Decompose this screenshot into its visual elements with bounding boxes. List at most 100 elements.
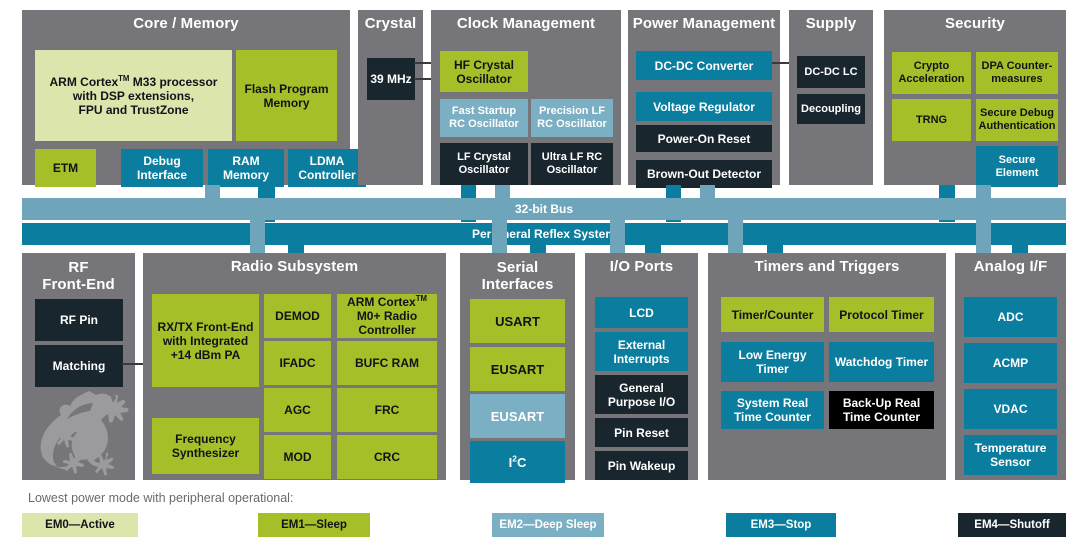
block-ifadc[interactable]: IFADC [264, 341, 331, 385]
legend-item-em3[interactable]: EM3—Stop [726, 513, 836, 537]
block-i2c[interactable]: I2C [470, 441, 565, 483]
panel-title-io-ports: I/O Ports [609, 258, 674, 275]
bus-stub-serial-light [492, 210, 507, 255]
block-vdac[interactable]: VDAC [964, 389, 1057, 429]
panel-title-analog-if: Analog I/F [973, 258, 1048, 275]
block-rf-pin[interactable]: RF Pin [35, 299, 123, 341]
block-power-on-reset[interactable]: Power-On Reset [636, 125, 772, 152]
panel-timers-and-triggers: Timers and Triggers Timer/Counter Protoc… [708, 253, 946, 480]
bus-stub-security-light [976, 185, 991, 199]
block-protocol-timer[interactable]: Protocol Timer [829, 297, 934, 332]
panel-power-management: Power Management DC-DC Converter Voltage… [628, 10, 780, 188]
block-flash-program-memory[interactable]: Flash Program Memory [236, 50, 337, 141]
bus-stub-serial-dark [530, 245, 546, 255]
block-acmp[interactable]: ACMP [964, 343, 1057, 383]
block-usart[interactable]: USART [470, 299, 565, 343]
panel-title-radio-subsystem: Radio Subsystem [230, 258, 359, 275]
block-39-mhz-crystal[interactable]: 39 MHz [367, 58, 415, 100]
bus-stub-analog-light [976, 210, 991, 255]
wire-crystal-to-hf-osc-2 [414, 78, 442, 80]
bus-stub-io-dark [645, 245, 661, 255]
block-eusart-em1[interactable]: EUSART [470, 347, 565, 391]
block-debug-interface[interactable]: Debug Interface [121, 149, 203, 187]
legend-item-em0[interactable]: EM0—Active [22, 513, 138, 537]
block-voltage-regulator[interactable]: Voltage Regulator [636, 92, 772, 121]
bus-stub-core-light [205, 185, 220, 199]
block-mod[interactable]: MOD [264, 435, 331, 479]
legend-caption: Lowest power mode with peripheral operat… [28, 491, 294, 505]
block-timer-counter[interactable]: Timer/Counter [721, 297, 824, 332]
bus-prs-label: Peripheral Reflex System [471, 227, 617, 241]
block-brown-out-detector[interactable]: Brown-Out Detector [636, 160, 772, 188]
panel-supply: Supply DC-DC LC Decoupling [789, 10, 873, 185]
gecko-logo-icon [40, 391, 129, 476]
block-dpa-countermeasures[interactable]: DPA Counter-measures [976, 52, 1058, 94]
wire-dcdc-to-supply [772, 62, 796, 64]
bus-peripheral-reflex-system: Peripheral Reflex System [22, 223, 1066, 245]
panel-title-security: Security [945, 15, 1005, 32]
block-crc[interactable]: CRC [337, 435, 437, 479]
block-matching[interactable]: Matching [35, 345, 123, 387]
block-dc-dc-converter[interactable]: DC-DC Converter [636, 51, 772, 80]
bus-stub-timers-dark [767, 245, 783, 255]
block-adc[interactable]: ADC [964, 297, 1057, 337]
legend-item-em1[interactable]: EM1—Sleep [258, 513, 370, 537]
block-decoupling[interactable]: Decoupling [797, 94, 865, 124]
panel-core-memory: Core / Memory ARM CortexTM M33 processor… [22, 10, 366, 187]
bus-stub-radio-light [250, 210, 265, 255]
block-eusart-em2[interactable]: EUSART [470, 394, 565, 438]
legend-item-em2[interactable]: EM2—Deep Sleep [492, 513, 604, 537]
block-dc-dc-lc[interactable]: DC-DC LC [797, 56, 865, 88]
block-agc[interactable]: AGC [264, 388, 331, 432]
bus-stub-power-light [700, 185, 715, 199]
panel-title-core-memory: Core / Memory [133, 15, 239, 32]
wire-crystal-to-hf-osc-1 [414, 62, 442, 64]
panel-title-timers-and-triggers: Timers and Triggers [754, 258, 900, 275]
wire-matching-to-rxtx [122, 363, 152, 365]
block-demod[interactable]: DEMOD [264, 294, 331, 338]
bus-stub-radio-dark [288, 245, 304, 255]
block-pin-wakeup[interactable]: Pin Wakeup [595, 451, 688, 480]
block-etm[interactable]: ETM [35, 149, 96, 187]
bus-32-bit-label: 32-bit Bus [514, 202, 573, 216]
block-trng[interactable]: TRNG [892, 99, 971, 141]
block-ram-memory[interactable]: RAM Memory [208, 149, 284, 187]
block-lcd[interactable]: LCD [595, 297, 688, 328]
panel-title-crystal: Crystal [364, 15, 417, 32]
bus-stub-io-light [610, 210, 625, 255]
block-frc[interactable]: FRC [337, 388, 437, 432]
block-pin-reset[interactable]: Pin Reset [595, 418, 688, 447]
panel-title-power-management: Power Management [632, 15, 776, 32]
block-watchdog-timer[interactable]: Watchdog Timer [829, 342, 934, 382]
block-bufc-ram[interactable]: BUFC RAM [337, 341, 437, 385]
legend-item-em4[interactable]: EM4—Shutoff [958, 513, 1066, 537]
panel-crystal: Crystal 39 MHz [358, 10, 423, 185]
block-ldma-controller[interactable]: LDMA Controller [288, 149, 366, 187]
